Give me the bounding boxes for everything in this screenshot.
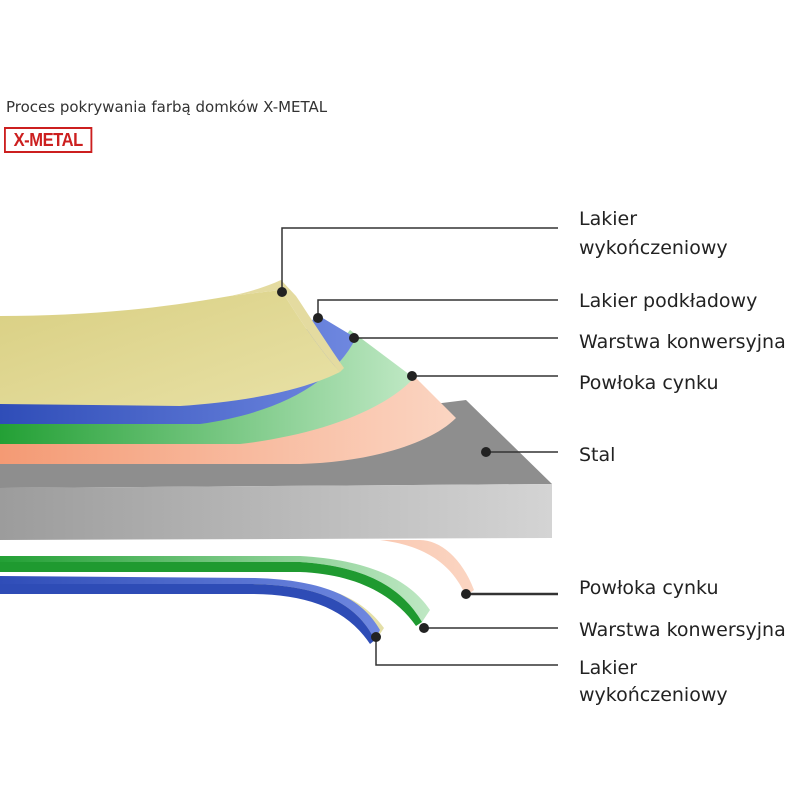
label-conversion-top: Warstwa konwersyjna xyxy=(579,331,786,353)
label-topcoat-top-line2: wykończeniowy xyxy=(579,237,728,259)
top-topcoat-layer xyxy=(0,290,340,406)
leader-primer-top xyxy=(317,299,558,318)
bottom-zinc-layer xyxy=(0,540,474,596)
label-zinc-bottom: Powłoka cynku xyxy=(579,577,719,599)
dot-steel xyxy=(481,447,491,457)
bottom-blue-band xyxy=(0,584,375,644)
label-topcoat-bottom-line1: Lakier xyxy=(579,657,637,679)
dot-conversion-bottom xyxy=(419,623,429,633)
bottom-primer-layer xyxy=(0,576,380,640)
dot-primer-top xyxy=(313,313,323,323)
label-steel: Stal xyxy=(579,444,615,466)
leader-topcoat-top xyxy=(281,227,558,292)
x-metal-logo: X-METAL xyxy=(4,127,93,153)
label-primer-top: Lakier podkładowy xyxy=(579,290,757,312)
label-topcoat-top-line1: Lakier xyxy=(579,208,637,230)
dot-conversion-top xyxy=(349,333,359,343)
bottom-green-band xyxy=(0,562,422,626)
label-topcoat-bottom-line2: wykończeniowy xyxy=(579,684,728,706)
label-conversion-bottom: Warstwa konwersyjna xyxy=(579,619,786,641)
dot-zinc-bottom xyxy=(461,589,471,599)
dot-zinc-top xyxy=(407,371,417,381)
top-topcoat-curl xyxy=(230,280,344,372)
leader-topcoat-bottom xyxy=(375,640,558,666)
label-zinc-top: Powłoka cynku xyxy=(579,372,719,394)
dot-topcoat-bottom xyxy=(371,632,381,642)
dot-topcoat-top xyxy=(277,287,287,297)
steel-slab-front-face xyxy=(0,484,552,540)
diagram-caption: Proces pokrywania farbą domków X-METAL xyxy=(6,98,328,116)
